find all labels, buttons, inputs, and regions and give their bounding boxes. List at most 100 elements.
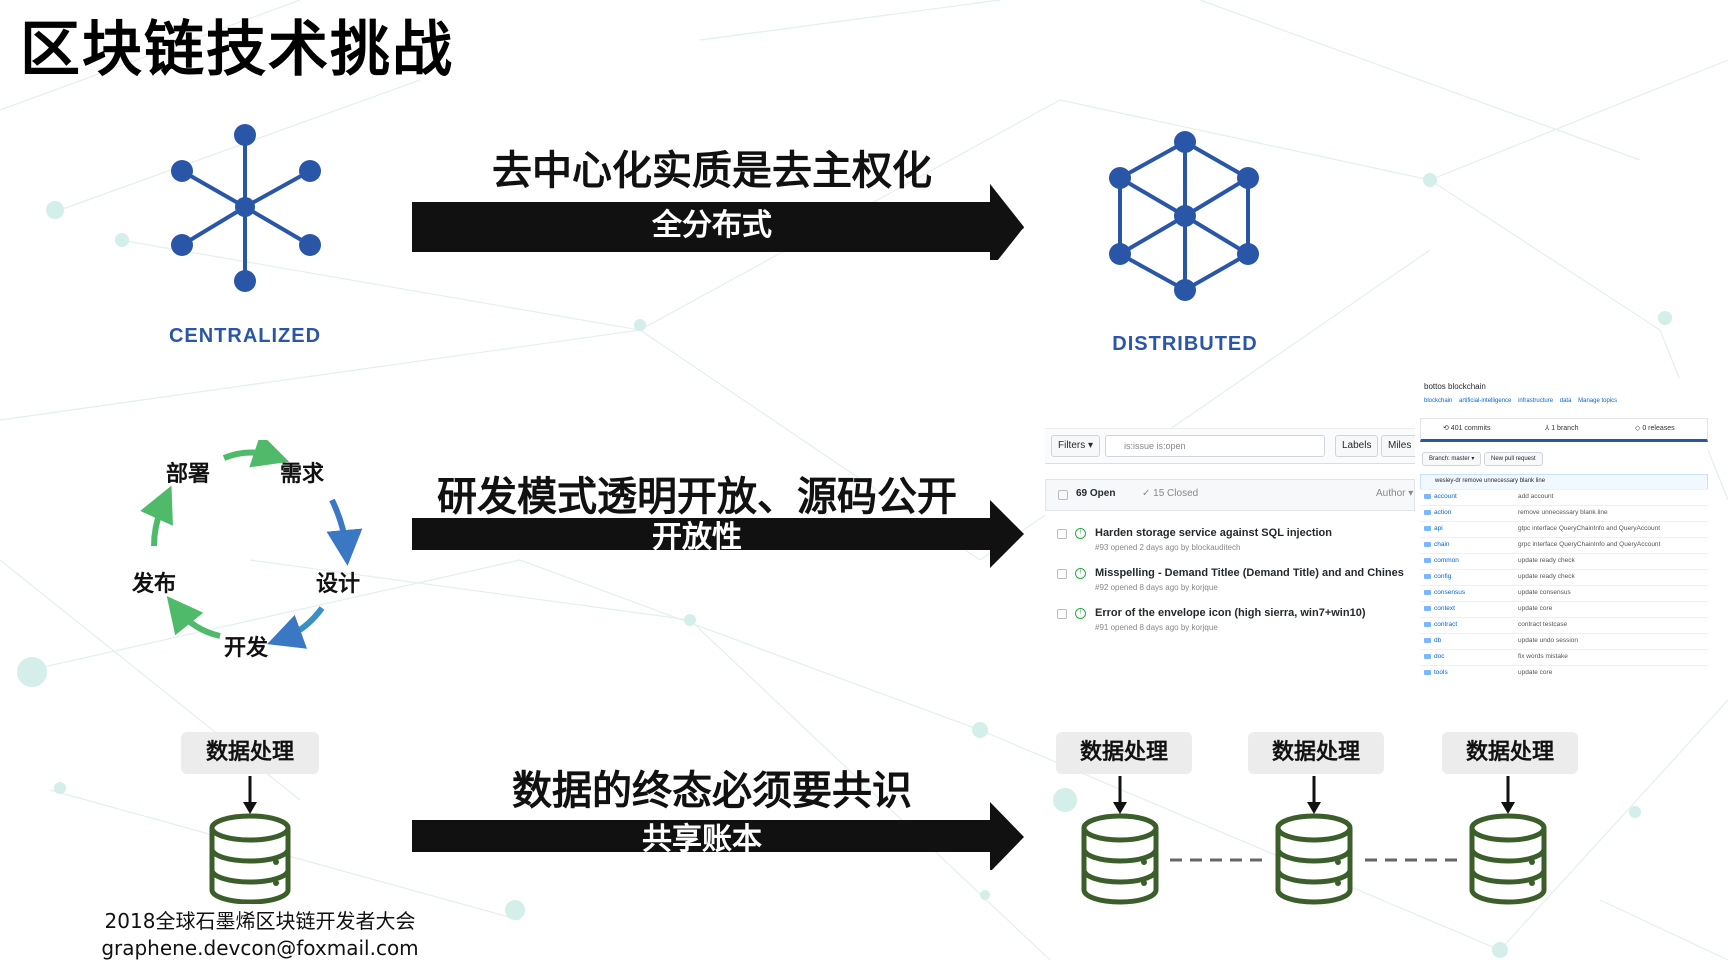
folder-icon: [1424, 510, 1431, 515]
file-row[interactable]: doc fix words mistake: [1420, 649, 1708, 665]
issue-title[interactable]: Harden storage service against SQL injec…: [1095, 527, 1332, 539]
file-commit-message[interactable]: gtpc interface QueryChainInfo and QueryA…: [1518, 525, 1660, 532]
file-name[interactable]: api: [1434, 525, 1443, 532]
branch-select-button[interactable]: Branch: master ▾: [1422, 452, 1482, 466]
arrow-decentralization: 去中心化实质是去主权化 全分布式: [412, 130, 1032, 260]
file-row[interactable]: common update ready check: [1420, 553, 1708, 569]
issue-checkbox[interactable]: [1057, 569, 1067, 579]
issue-checkbox[interactable]: [1057, 529, 1067, 539]
issue-open-icon: !: [1075, 528, 1086, 539]
milestones-button[interactable]: Miles: [1381, 435, 1415, 457]
branches-count[interactable]: ⅄ 1 branch: [1545, 425, 1579, 432]
filters-button[interactable]: Filters ▾: [1051, 435, 1101, 457]
file-commit-message[interactable]: update core: [1518, 605, 1553, 612]
shared-ledger-databases: [1081, 776, 1547, 905]
slide-title: 区块链技术挑战: [20, 15, 454, 85]
repo-screenshot: bottos blockchain blockchain artificial-…: [1420, 378, 1708, 694]
file-row[interactable]: contract contract testcase: [1420, 617, 1708, 633]
file-name[interactable]: consensus: [1434, 589, 1466, 596]
topic-tag[interactable]: Manage topics: [1578, 398, 1618, 404]
file-commit-message[interactable]: update undo session: [1518, 637, 1578, 644]
row-label: 全分布式: [652, 208, 772, 243]
issue-row[interactable]: ! Harden storage service against SQL inj…: [1045, 525, 1415, 561]
file-row[interactable]: tools update core: [1420, 665, 1708, 681]
file-name[interactable]: common: [1434, 557, 1459, 564]
database-icon: [1469, 776, 1547, 905]
issue-row[interactable]: ! Misspelling - Demand Titlee (Demand Ti…: [1045, 565, 1415, 601]
file-name[interactable]: action: [1434, 509, 1452, 516]
arrow-openness: 研发模式透明开放、源码公开 开放性: [412, 450, 1032, 580]
file-commit-message[interactable]: update ready check: [1518, 573, 1575, 580]
repo-name[interactable]: bottos blockchain: [1424, 382, 1486, 391]
file-row[interactable]: consensus update consensus: [1420, 585, 1708, 601]
file-commit-message[interactable]: update core: [1518, 669, 1553, 676]
conference-name: 2018全球石墨烯区块链开发者大会: [104, 909, 416, 933]
file-commit-message[interactable]: remove unnecessary blank line: [1518, 509, 1608, 516]
file-row[interactable]: chain grpc interface QueryChainInfo and Q…: [1420, 537, 1708, 553]
issue-title[interactable]: Error of the envelope icon (high sierra,…: [1095, 607, 1366, 619]
distributed-network-icon: [1109, 131, 1259, 301]
closed-count[interactable]: ✓ 15 Closed: [1142, 488, 1199, 499]
file-name[interactable]: context: [1434, 605, 1455, 612]
database-icon: [1081, 776, 1159, 905]
issue-list-header: 69 Open ✓ 15 Closed Author ▾: [1045, 479, 1415, 511]
latest-commit[interactable]: wesley-dr remove unnecessary blank line: [1435, 478, 1546, 484]
file-row[interactable]: api gtpc interface QueryChainInfo and Que…: [1420, 521, 1708, 537]
centralized-network-icon: [171, 124, 321, 292]
folder-icon: [1424, 606, 1431, 611]
footer: 2018全球石墨烯区块链开发者大会 graphene.devcon@foxmai…: [60, 908, 460, 962]
file-commit-message[interactable]: fix words mistake: [1518, 653, 1568, 660]
author-filter[interactable]: Author ▾: [1376, 488, 1414, 499]
file-row[interactable]: db update undo session: [1420, 633, 1708, 649]
topic-tag[interactable]: infrastructure: [1518, 398, 1554, 404]
releases-count[interactable]: ◇ 0 releases: [1635, 425, 1675, 432]
file-name[interactable]: account: [1434, 493, 1457, 500]
issue-row[interactable]: ! Error of the envelope icon (high sierr…: [1045, 605, 1415, 641]
file-commit-message[interactable]: contract testcase: [1518, 621, 1568, 628]
file-list: account add account action remove unnecessa…: [1420, 489, 1708, 689]
issue-open-icon: !: [1075, 568, 1086, 579]
topic-tag[interactable]: data: [1559, 398, 1572, 404]
data-processing-box: 数据处理: [181, 732, 319, 774]
file-name[interactable]: chain: [1434, 541, 1450, 548]
issue-open-icon: !: [1075, 608, 1086, 619]
centralized-label: CENTRALIZED: [168, 325, 322, 347]
file-name[interactable]: contract: [1434, 621, 1458, 628]
file-name[interactable]: tools: [1434, 669, 1448, 676]
file-name[interactable]: doc: [1434, 653, 1445, 660]
issue-search-input[interactable]: is:issue is:open: [1105, 435, 1325, 457]
file-commit-message[interactable]: grpc interface QueryChainInfo and QueryA…: [1518, 541, 1661, 548]
folder-icon: [1424, 558, 1431, 563]
folder-icon: [1424, 590, 1431, 595]
select-all-checkbox[interactable]: [1058, 490, 1068, 500]
file-name[interactable]: db: [1434, 637, 1442, 644]
folder-icon: [1424, 638, 1431, 643]
commits-count[interactable]: ⟲ 401 commits: [1443, 425, 1491, 432]
cycle-design: 设计: [316, 572, 361, 597]
new-pull-request-button[interactable]: New pull request: [1484, 452, 1543, 466]
open-count[interactable]: 69 Open: [1076, 488, 1116, 499]
issue-checkbox[interactable]: [1057, 609, 1067, 619]
file-commit-message[interactable]: update ready check: [1518, 557, 1575, 564]
labels-button[interactable]: Labels: [1335, 435, 1379, 457]
issue-meta: #92 opened 8 days ago by korjque: [1095, 583, 1218, 592]
dev-cycle-diagram: 部署 需求 设计 开发 发布: [120, 440, 380, 670]
repo-topics: blockchain artificial-intelligence infra…: [1424, 398, 1617, 404]
data-processing-box: 数据处理: [1056, 732, 1192, 774]
topic-tag[interactable]: artificial-intelligence: [1459, 398, 1512, 404]
issue-title[interactable]: Misspelling - Demand Titlee (Demand Titl…: [1095, 567, 1404, 579]
repo-stats-bar: ⟲ 401 commits ⅄ 1 branch ◇ 0 releases: [1420, 418, 1708, 442]
topic-tag[interactable]: blockchain: [1424, 398, 1453, 404]
file-commit-message[interactable]: add account: [1518, 493, 1554, 500]
file-row[interactable]: config update ready check: [1420, 569, 1708, 585]
file-name[interactable]: config: [1434, 573, 1452, 580]
database-icon: [1275, 776, 1353, 905]
row-heading: 研发模式透明开放、源码公开: [437, 474, 957, 520]
contact-email[interactable]: graphene.devcon@foxmail.com: [101, 936, 419, 960]
data-processing-box: 数据处理: [1248, 732, 1384, 774]
file-row[interactable]: action remove unnecessary blank line: [1420, 505, 1708, 521]
row-heading: 数据的终态必须要共识: [512, 768, 912, 814]
file-row[interactable]: context update core: [1420, 601, 1708, 617]
file-row[interactable]: account add account: [1420, 489, 1708, 505]
file-commit-message[interactable]: update consensus: [1518, 589, 1571, 596]
